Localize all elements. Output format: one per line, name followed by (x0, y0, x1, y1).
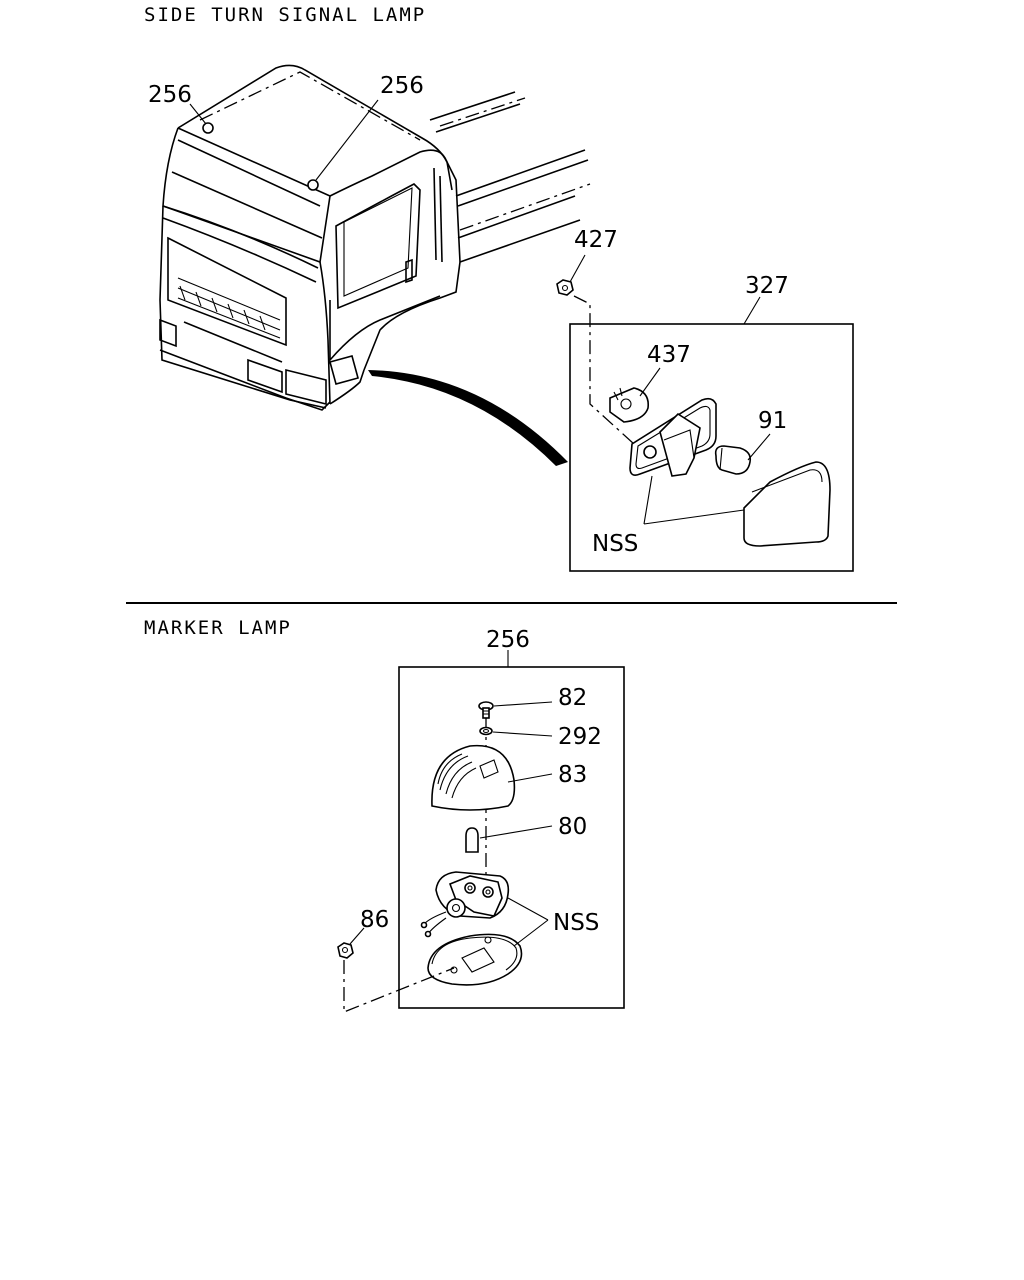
callout-256-left: 256 (148, 82, 192, 108)
leader-nss-top (643, 475, 745, 525)
truck-cab-illustration (159, 64, 591, 411)
callout-86: 86 (360, 907, 389, 933)
lamp-socket-base (420, 871, 510, 938)
leader-292 (492, 731, 553, 737)
leader-437 (639, 367, 661, 397)
leader-86 (349, 927, 365, 945)
section-title-side-turn-signal-lamp: SIDE TURN SIGNAL LAMP (144, 4, 426, 26)
leader-80 (479, 825, 553, 839)
lamp-lens (743, 461, 831, 547)
callout-327: 327 (745, 273, 789, 299)
socket-437 (609, 387, 650, 423)
bulb-91 (714, 445, 752, 475)
callout-256-right: 256 (380, 73, 424, 99)
callout-83: 83 (558, 762, 587, 788)
detail-arrow (368, 370, 568, 466)
callout-292: 292 (558, 724, 602, 750)
callout-437: 437 (647, 342, 691, 368)
lamp-housing (629, 397, 717, 477)
callout-91: 91 (758, 408, 787, 434)
detail-box-256 (398, 666, 625, 1009)
leader-327 (743, 296, 761, 325)
leader-427 (569, 254, 586, 283)
leader-cab-right (315, 99, 379, 181)
leader-cab-left (189, 103, 207, 125)
leader-91 (747, 433, 771, 461)
bulb-80 (465, 827, 479, 853)
washer-292 (479, 726, 493, 736)
screw-82 (478, 701, 494, 719)
base-plate (427, 933, 523, 986)
nut-427 (556, 279, 574, 296)
section-title-marker-lamp: MARKER LAMP (144, 617, 292, 639)
nut-427-path (573, 295, 635, 445)
nut-86 (337, 942, 354, 959)
leader-nss-bottom (507, 897, 549, 947)
callout-nss-bottom: NSS (553, 910, 599, 936)
leader-83 (507, 773, 553, 783)
detail-box-327 (569, 323, 854, 572)
leader-82 (493, 701, 553, 707)
lens-83 (431, 744, 516, 811)
callout-nss-top: NSS (592, 531, 638, 557)
callout-256-box: 256 (486, 627, 530, 653)
callout-80: 80 (558, 814, 587, 840)
callout-427: 427 (574, 227, 618, 253)
callout-82: 82 (558, 685, 587, 711)
